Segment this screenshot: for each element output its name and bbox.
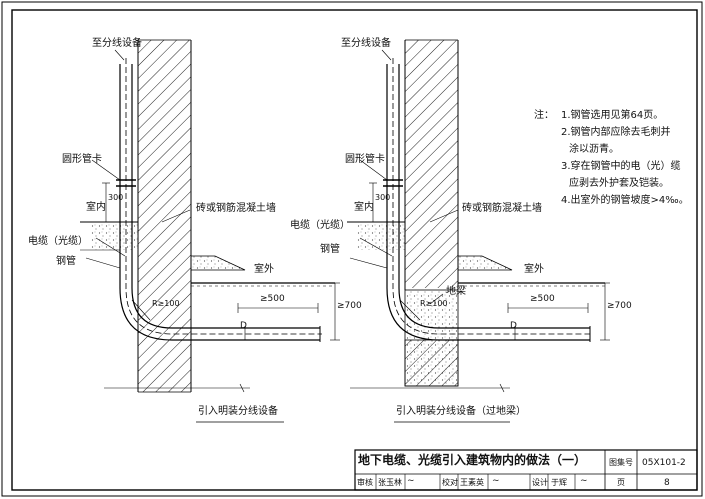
left-pipe-clamp-label: 圆形管卡	[62, 154, 102, 165]
check-label: 校对	[442, 478, 458, 487]
title-block-frame	[354, 449, 698, 491]
designer-name: 于辉	[551, 478, 567, 487]
left-wall-label: 砖或钢筋混凝土墙	[196, 203, 276, 214]
left-dim-300: 300	[108, 193, 124, 202]
right-radius-label: R≥100	[420, 299, 448, 308]
right-outdoor-label: 室外	[524, 264, 544, 275]
right-wall-label: 砖或钢筋混凝土墙	[462, 203, 542, 214]
page-number: 8	[664, 478, 670, 488]
reviewer-name: 张玉林	[378, 478, 402, 487]
left-to-equipment-label: 至分线设备	[92, 38, 142, 49]
note-line-1: 1.钢管选用见第64页。	[561, 110, 664, 121]
left-steel-pipe-label: 钢管	[56, 256, 76, 267]
page-label: 页	[617, 478, 625, 487]
atlas-no-value: 05X101-2	[642, 458, 686, 468]
note-line-3: 涂以沥青。	[569, 144, 619, 155]
left-d-label: D	[240, 321, 247, 331]
right-cable-label: 电缆（光缆）	[290, 220, 350, 231]
note-line-2: 2.钢管内部应除去毛刺并	[561, 127, 671, 138]
left-outdoor-label: 室外	[254, 264, 274, 275]
left-indoor-label: 室内	[86, 202, 106, 213]
right-dim-500: ≥500	[530, 294, 555, 304]
right-indoor-label: 室内	[354, 202, 374, 213]
note-line-5: 应剥去外护套及铠装。	[569, 178, 669, 189]
design-label: 设计	[532, 478, 548, 487]
note-line-6: 4.出室外的钢管坡度>4‰。	[561, 195, 689, 206]
note-line-4: 3.穿在钢管中的电（光）缆	[561, 161, 681, 172]
notes-heading: 注：	[534, 110, 554, 121]
left-radius-label: R≥100	[152, 299, 180, 308]
reviewer-signature: ~	[407, 476, 415, 486]
right-detail	[347, 39, 610, 423]
drawing-title: 地下电缆、光缆引入建筑物内的做法（一）	[358, 453, 587, 467]
right-steel-pipe-label: 钢管	[320, 244, 340, 255]
right-d-label: D	[510, 321, 517, 331]
left-detail	[80, 39, 340, 423]
designer-signature: ~	[580, 476, 588, 486]
right-to-equipment-label: 至分线设备	[341, 38, 391, 49]
left-dim-700: ≥700	[337, 301, 362, 311]
right-dim-300: 300	[375, 193, 391, 202]
right-ground-beam-label: 地梁	[446, 286, 466, 297]
right-caption: 引入明装分线设备（过地梁）	[396, 406, 526, 417]
left-caption: 引入明装分线设备	[198, 406, 278, 417]
review-label: 审核	[357, 478, 373, 487]
left-cable-label: 电缆（光缆）	[28, 236, 88, 247]
checker-signature: ~	[492, 476, 500, 486]
left-dim-500: ≥500	[260, 294, 285, 304]
right-pipe-clamp-label: 圆形管卡	[345, 154, 385, 165]
checker-name: 王素英	[460, 478, 484, 487]
right-dim-700: ≥700	[607, 301, 632, 311]
atlas-no-label: 图集号	[609, 458, 633, 467]
